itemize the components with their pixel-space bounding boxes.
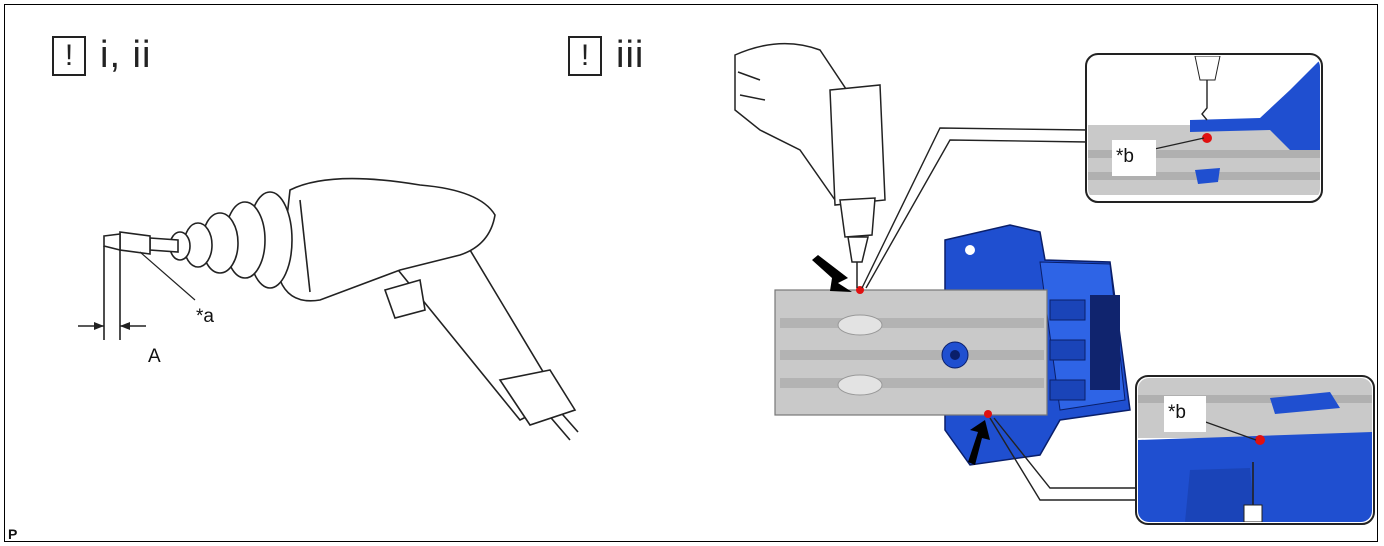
drill-illustration	[78, 179, 578, 440]
callout-a-label: *a	[196, 306, 214, 327]
callout-b-label-bottom: *b	[1168, 402, 1186, 423]
hand-with-drill	[735, 44, 885, 288]
location-arrow-top	[812, 255, 852, 292]
dimension-a-label: A	[148, 346, 161, 367]
footer-code: P	[8, 526, 17, 542]
callout-b-label-top: *b	[1116, 146, 1134, 167]
detail-callout-top: *b	[1086, 54, 1322, 202]
detail-callout-bottom: *b	[1136, 376, 1374, 524]
drill-hole-bottom	[984, 410, 992, 418]
bumper-reinforcement	[775, 290, 1047, 415]
